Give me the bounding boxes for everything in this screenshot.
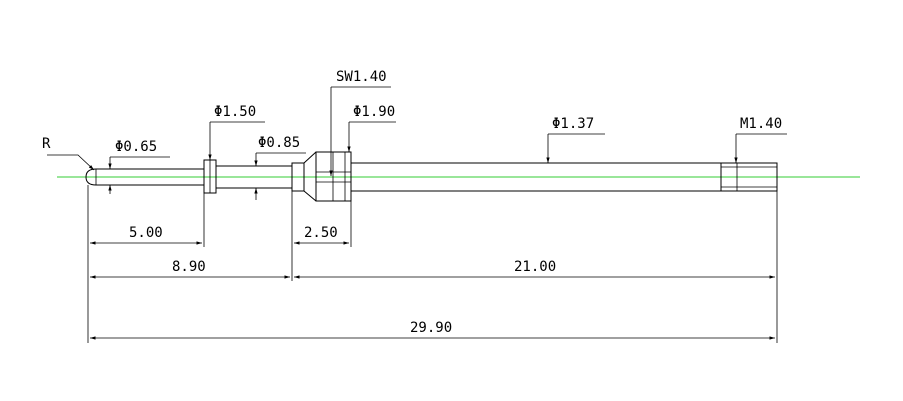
radius-callout: R <box>42 136 95 171</box>
dim-21-00: 21.00 <box>294 259 775 279</box>
dim-2-50: 2.50 <box>294 225 349 245</box>
dim-29-90: 29.90 <box>90 320 775 340</box>
d085-label: Φ0.85 <box>258 135 300 151</box>
dim-5-00: 5.00 <box>90 225 202 245</box>
dim-5-00-label: 5.00 <box>129 225 163 241</box>
m140-callout: M1.40 <box>734 116 787 163</box>
d190-callout: Φ1.90 <box>347 104 396 152</box>
dim-2-50-label: 2.50 <box>304 225 338 241</box>
extension-lines <box>87 185 778 343</box>
radius-label: R <box>42 136 51 152</box>
d065-callout: Φ0.65 <box>108 139 170 194</box>
d150-label: Φ1.50 <box>214 104 256 120</box>
d085-callout: Φ0.85 <box>254 135 306 200</box>
d065-label: Φ0.65 <box>115 139 157 155</box>
d190-label: Φ1.90 <box>353 104 395 120</box>
dim-8-90-label: 8.90 <box>172 259 206 275</box>
d150-callout: Φ1.50 <box>208 104 265 160</box>
part-outline <box>85 151 778 202</box>
sw140-callout: SW1.40 <box>329 69 391 176</box>
d137-callout: Φ1.37 <box>546 116 605 163</box>
dim-29-90-label: 29.90 <box>410 320 452 336</box>
dim-8-90: 8.90 <box>90 259 290 279</box>
m140-label: M1.40 <box>740 116 782 132</box>
d137-label: Φ1.37 <box>552 116 594 132</box>
sw140-label: SW1.40 <box>336 69 387 85</box>
dim-21-00-label: 21.00 <box>514 259 556 275</box>
